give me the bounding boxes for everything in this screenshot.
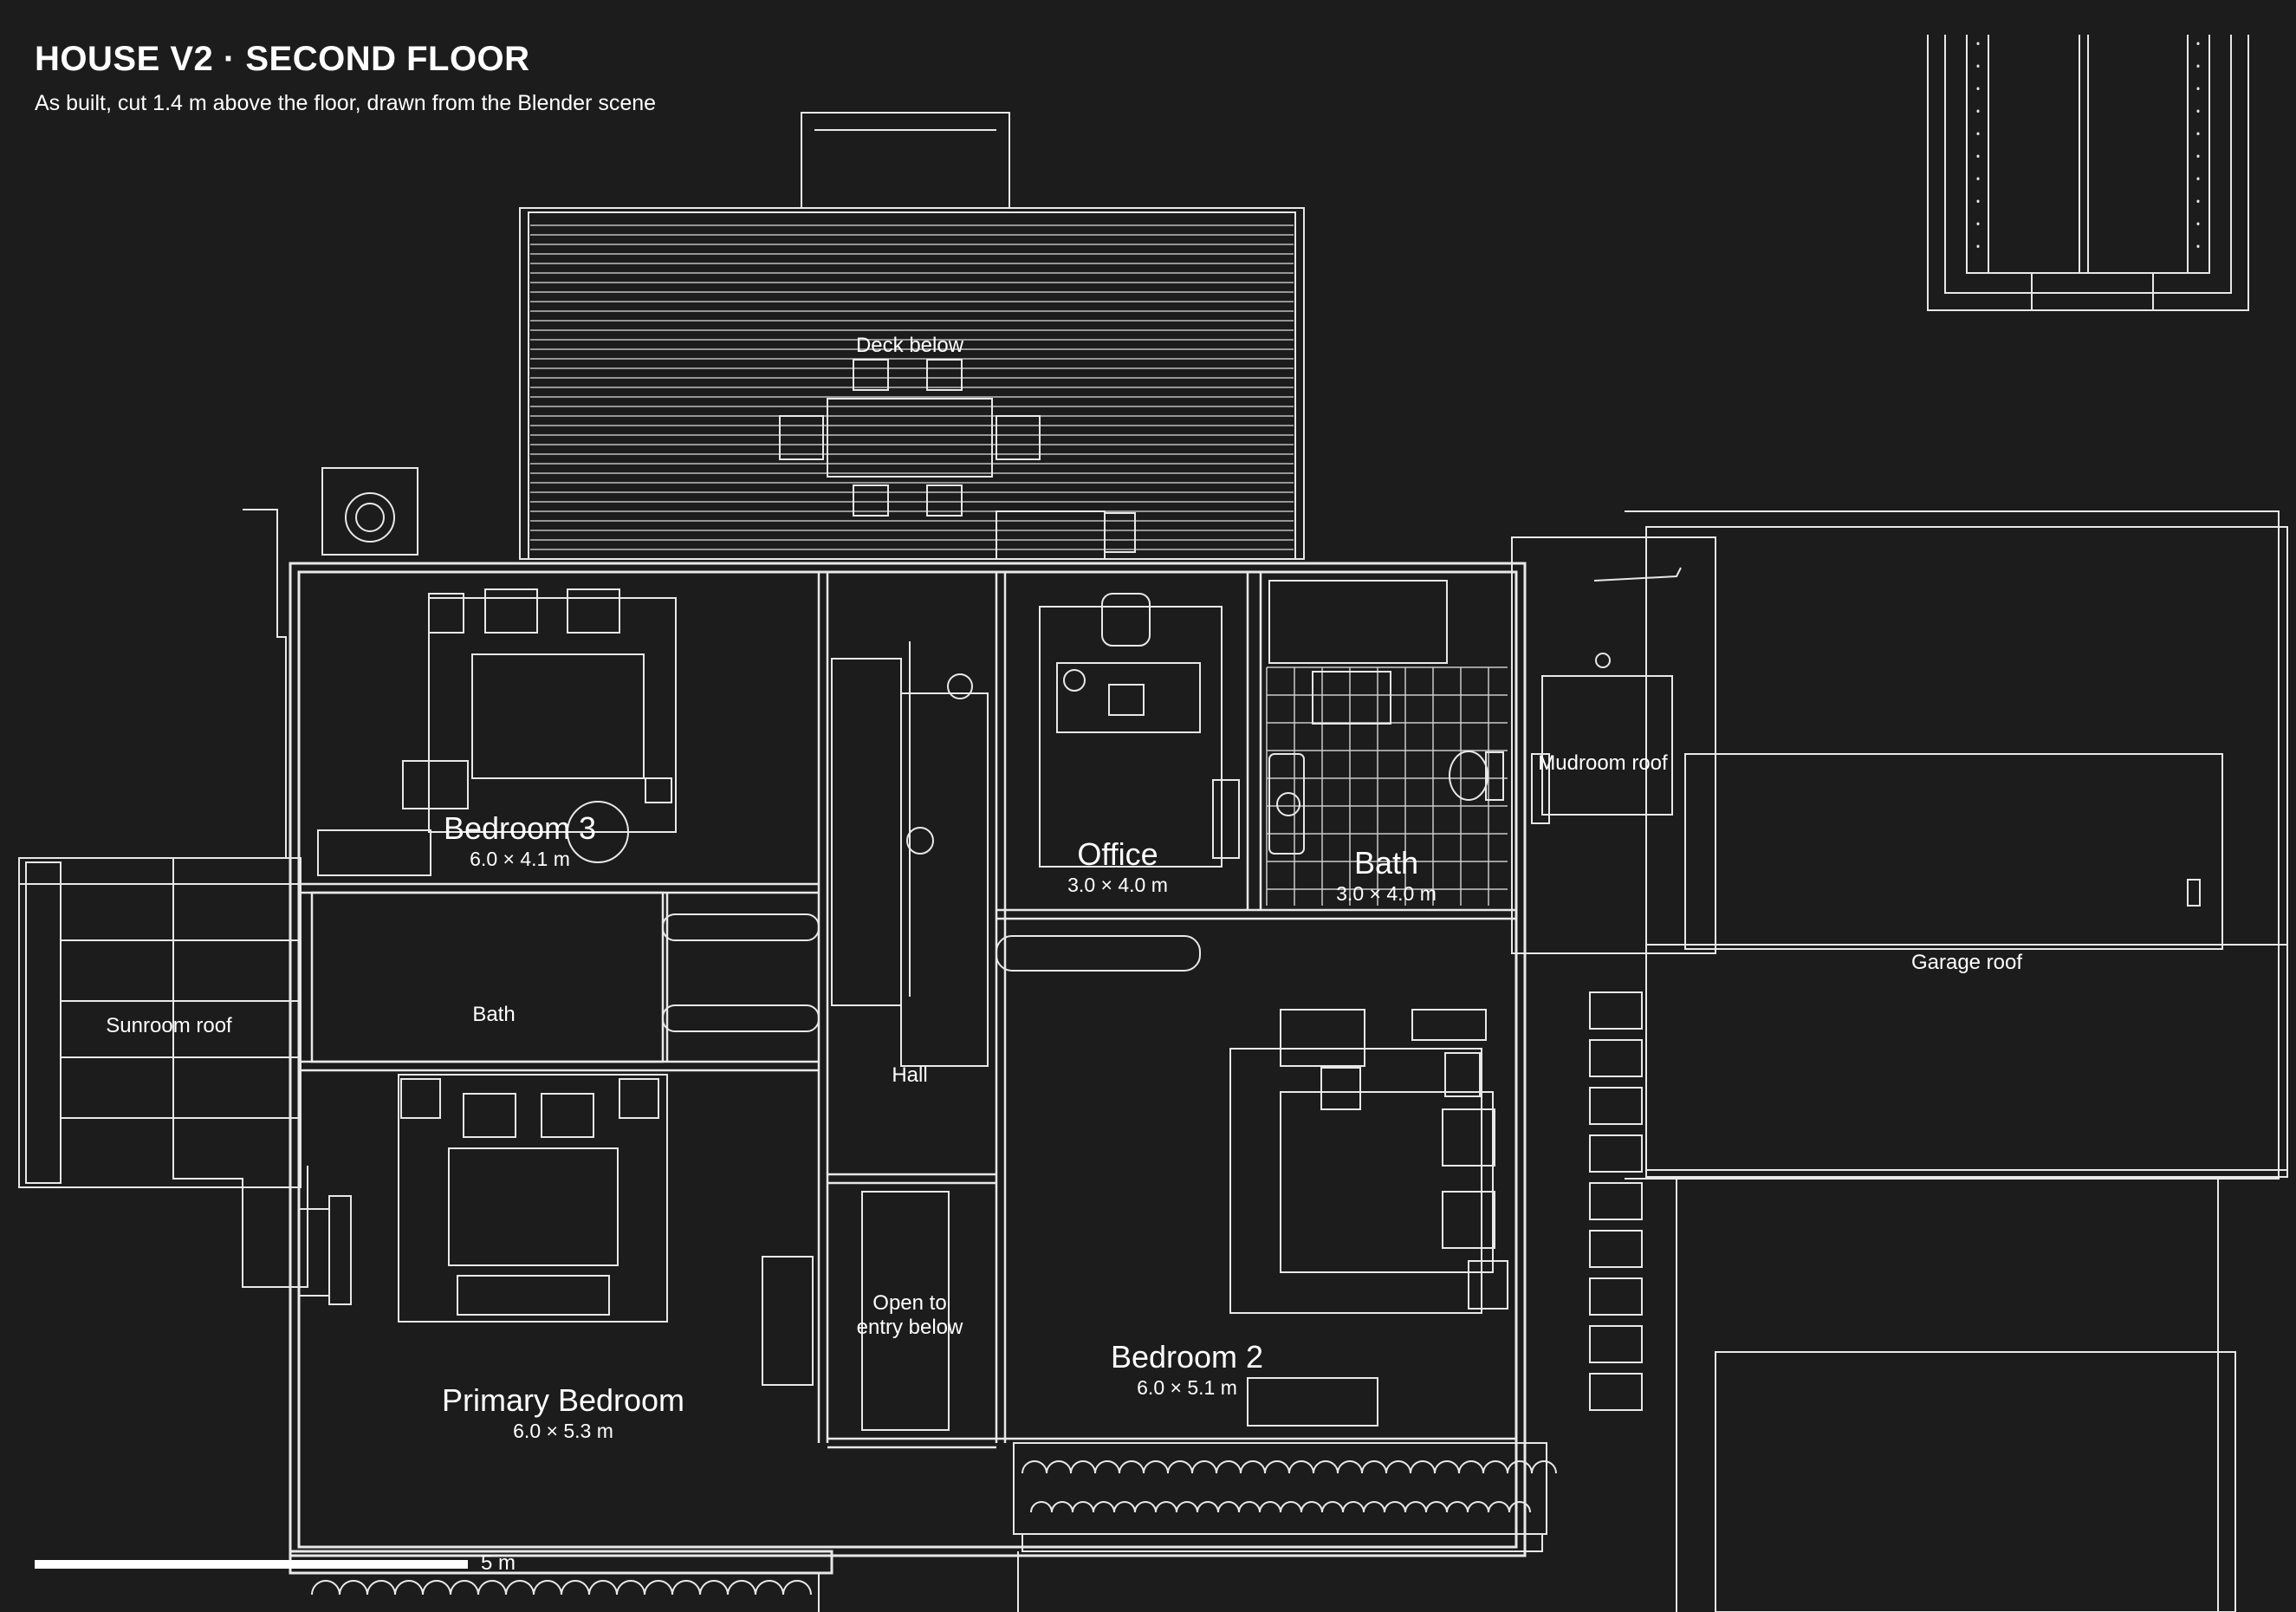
room-name-bedroom3: Bedroom 3 [443,810,597,846]
interior-walls [299,572,1516,1449]
room-name-office: Office [1077,836,1158,872]
label-sunroom-roof: Sunroom roof [106,1014,232,1037]
hall-fixtures [831,641,989,1067]
label-small-bath: Bath [472,1003,516,1026]
scale-bar-label: 5 m [481,1551,516,1575]
deck-outline [321,112,1305,560]
mudroom-roof-outline [1511,536,1716,954]
room-name-bath: Bath [1353,845,1419,881]
planters [311,1442,1557,1612]
room-dim-primary-bedroom: 6.0 × 5.3 m [513,1420,613,1442]
room-name-primary-bedroom: Primary Bedroom [441,1382,685,1418]
small-bath-fixtures [662,913,820,1032]
label-hall: Hall [892,1063,928,1087]
room-dim-bedroom2: 6.0 × 5.1 m [1137,1376,1237,1399]
primary-bedroom-furniture [298,1074,814,1386]
label-garage-roof: Garage roof [1910,951,2023,974]
label-mudroom-roof: Mudroom roof [1538,751,1668,775]
page-subtitle: As built, cut 1.4 m above the floor, dra… [35,91,657,115]
room-dim-office: 3.0 × 4.0 m [1067,874,1168,896]
bedroom2-furniture [1229,1009,1508,1427]
title-block: HOUSE V2 · SECOND FLOOR As built, cut 1.… [35,40,656,116]
scale-bar [35,1560,468,1569]
label-deck: Deck below [855,334,964,357]
label-open-to-entry: Open to entry below [856,1291,963,1339]
left-roof-outline [18,509,308,1288]
office-furniture [996,593,1240,972]
bedroom3-furniture [317,588,677,876]
room-dim-bath: 3.0 × 4.0 m [1336,882,1437,905]
page-title: HOUSE V2 · SECOND FLOOR [35,40,530,78]
top-right-structure [1927,35,2249,311]
main-bath-fixtures [1266,580,1508,906]
open-entry-outline [861,1191,950,1431]
garage-roof-outline [1589,510,2288,1612]
room-dim-bedroom3: 6.0 × 4.1 m [470,848,570,870]
room-name-bedroom2: Bedroom 2 [1110,1339,1264,1375]
